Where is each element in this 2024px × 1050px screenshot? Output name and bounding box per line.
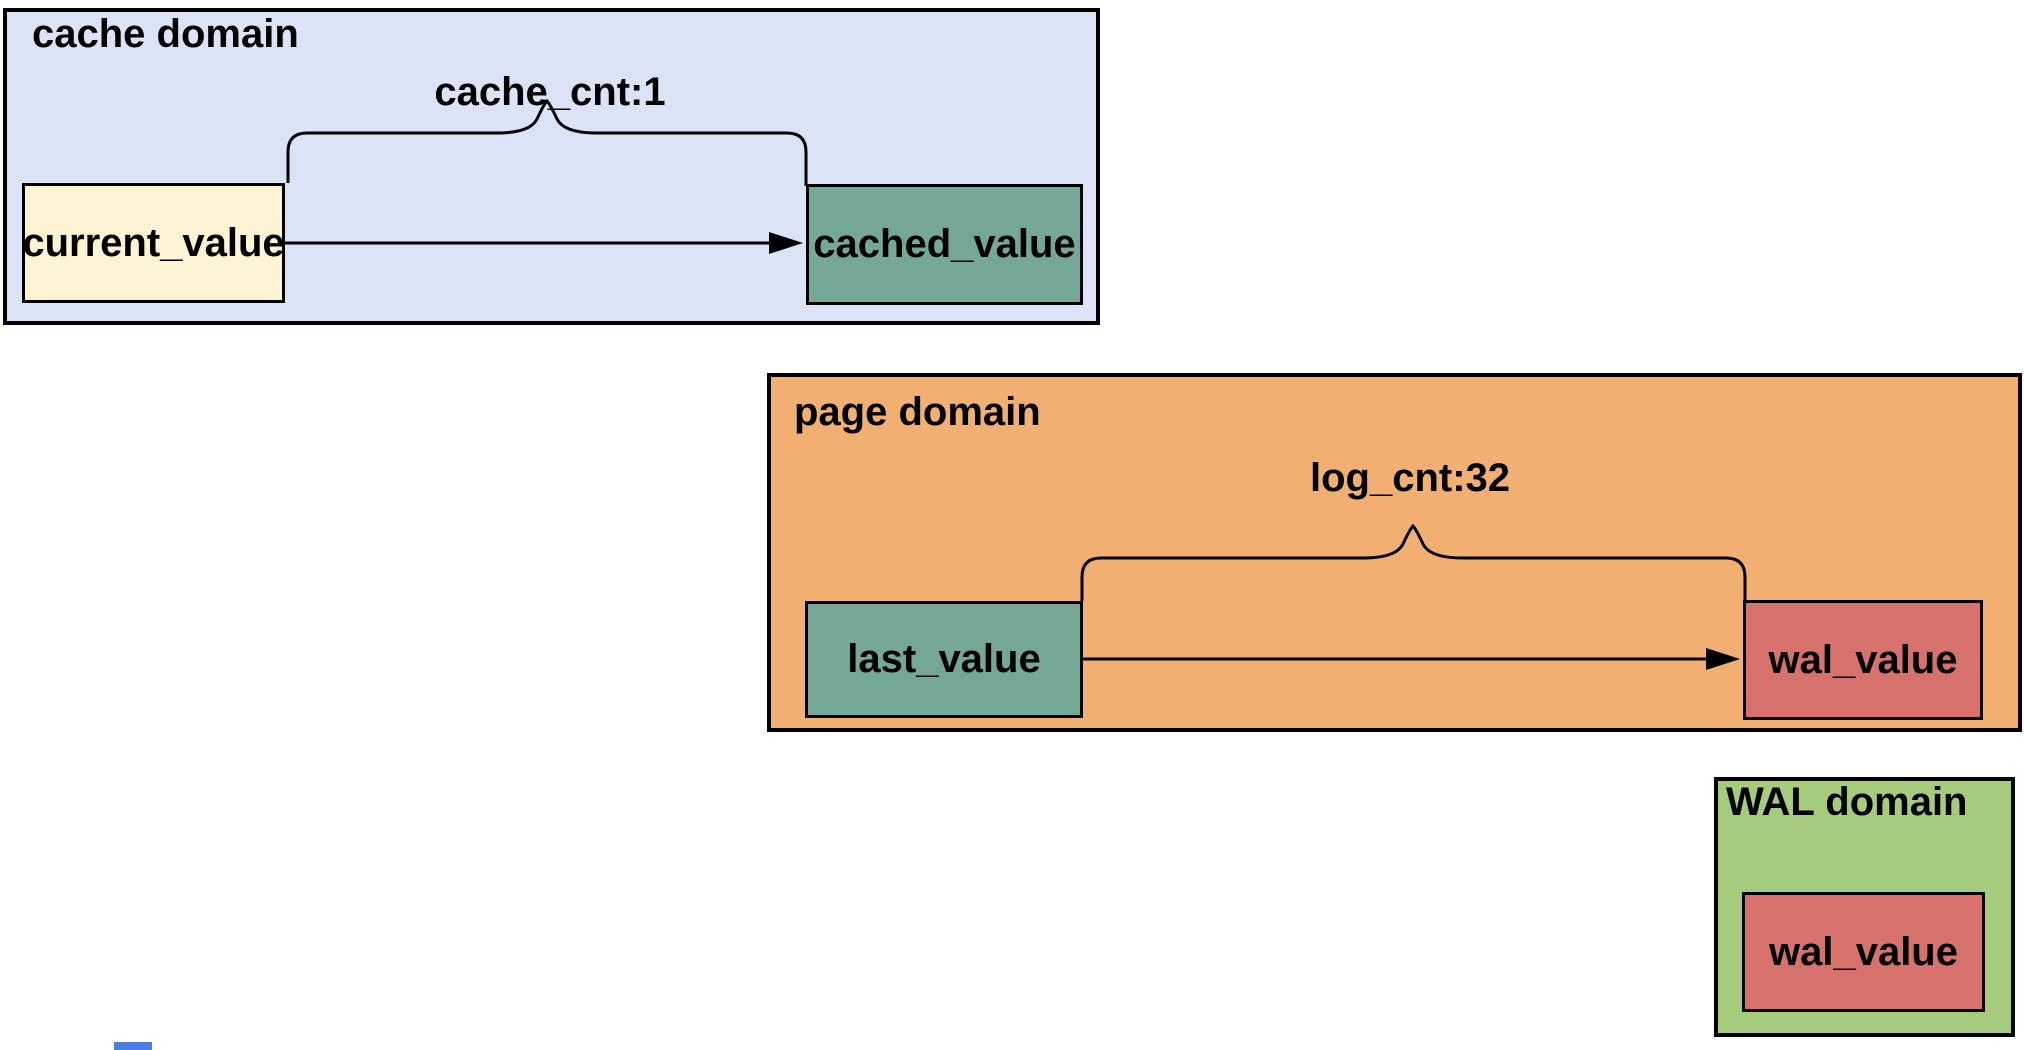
cache-brace-label: cache_cnt:1 — [434, 70, 666, 114]
page-wal-value-label: wal_value — [1768, 637, 1958, 682]
page-brace-label: log_cnt:32 — [1309, 456, 1511, 500]
wal-wal-value-label: wal_value — [1768, 929, 1958, 974]
cached-value-label: cached_value — [813, 222, 1076, 266]
current-value-node[interactable]: current_value — [22, 183, 285, 303]
cached-value-node[interactable]: cached_value — [806, 184, 1083, 305]
wal-wal-value-node[interactable]: wal_value — [1742, 892, 1985, 1012]
page-wal-value-node[interactable]: wal_value — [1743, 600, 1983, 720]
wal-domain-title: WAL domain — [1726, 780, 1968, 824]
last-value-node[interactable]: last_value — [805, 601, 1083, 718]
last-value-label: last_value — [847, 637, 1041, 681]
page-domain-title: page domain — [794, 390, 1041, 434]
bottom-left-blue-artifact — [114, 1042, 152, 1050]
cache-domain-title: cache domain — [32, 12, 299, 56]
current-value-label: current_value — [22, 220, 285, 265]
